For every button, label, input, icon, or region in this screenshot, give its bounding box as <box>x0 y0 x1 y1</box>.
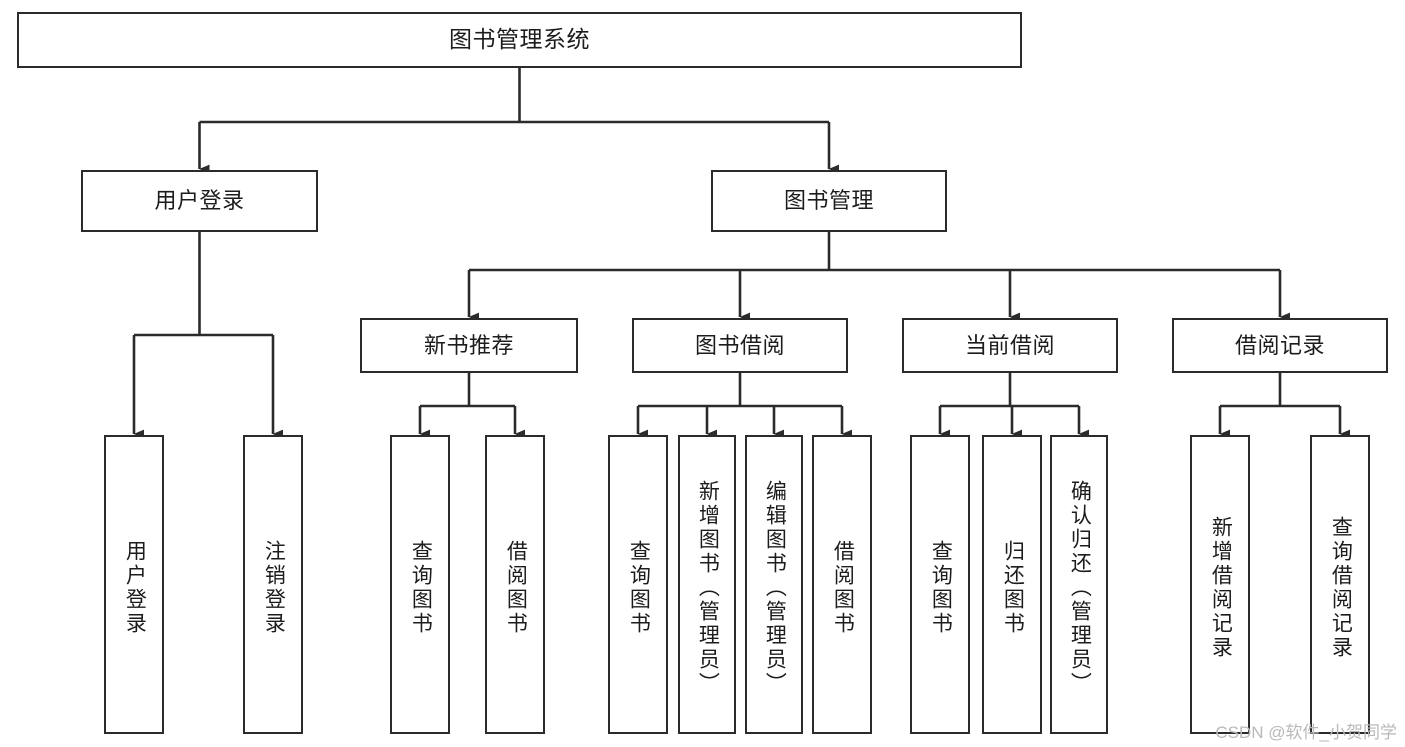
node-book-manage[interactable]: 图书管理 <box>711 170 947 232</box>
node-borrow-record[interactable]: 借阅记录 <box>1172 318 1388 373</box>
node-user-login[interactable]: 用户登录 <box>81 170 318 232</box>
node-label-new-book-rec: 新书推荐 <box>423 332 514 358</box>
node-leaf-confirm-return[interactable]: 确认归还（管理员） <box>1050 435 1108 734</box>
node-leaf-edit-book[interactable]: 编辑图书（管理员） <box>745 435 803 734</box>
node-label-leaf-borrow-book-2: 借阅图书 <box>831 539 855 636</box>
node-leaf-return-book[interactable]: 归还图书 <box>982 435 1042 734</box>
node-leaf-query-book-2[interactable]: 查询图书 <box>608 435 668 734</box>
node-leaf-query-book-1[interactable]: 查询图书 <box>390 435 450 734</box>
node-label-borrow-record: 借阅记录 <box>1234 332 1325 358</box>
node-label-leaf-query-book-3: 查询图书 <box>929 539 953 636</box>
node-label-book-manage: 图书管理 <box>783 188 874 214</box>
node-label-leaf-query-book-2: 查询图书 <box>627 539 651 636</box>
node-label-leaf-user-logout: 注销登录 <box>262 539 286 636</box>
node-leaf-add-record[interactable]: 新增借阅记录 <box>1190 435 1250 734</box>
node-leaf-borrow-book-2[interactable]: 借阅图书 <box>812 435 872 734</box>
node-label-leaf-add-record: 新增借阅记录 <box>1209 515 1233 660</box>
node-label-current-borrow: 当前借阅 <box>964 332 1055 358</box>
node-label-leaf-query-book-1: 查询图书 <box>409 539 433 636</box>
node-label-root: 图书管理系统 <box>449 26 590 53</box>
node-label-leaf-borrow-book-1: 借阅图书 <box>504 539 528 636</box>
node-leaf-add-book[interactable]: 新增图书（管理员） <box>678 435 736 734</box>
node-label-leaf-confirm-return: 确认归还（管理员） <box>1068 479 1092 696</box>
node-leaf-user-login[interactable]: 用户登录 <box>104 435 164 734</box>
node-label-leaf-return-book: 归还图书 <box>1001 539 1025 636</box>
node-leaf-query-book-3[interactable]: 查询图书 <box>910 435 970 734</box>
node-label-leaf-query-record: 查询借阅记录 <box>1329 515 1353 660</box>
node-label-book-borrow: 图书借阅 <box>694 332 785 358</box>
node-leaf-borrow-book-1[interactable]: 借阅图书 <box>485 435 545 734</box>
node-label-leaf-user-login: 用户登录 <box>123 539 147 636</box>
node-label-leaf-edit-book: 编辑图书（管理员） <box>763 479 787 696</box>
node-new-book-rec[interactable]: 新书推荐 <box>360 318 578 373</box>
node-label-user-login: 用户登录 <box>154 188 245 214</box>
node-book-borrow[interactable]: 图书借阅 <box>632 318 848 373</box>
node-leaf-query-record[interactable]: 查询借阅记录 <box>1310 435 1370 734</box>
node-root[interactable]: 图书管理系统 <box>17 12 1022 68</box>
node-current-borrow[interactable]: 当前借阅 <box>902 318 1118 373</box>
node-label-leaf-add-book: 新增图书（管理员） <box>696 479 720 696</box>
node-leaf-user-logout[interactable]: 注销登录 <box>243 435 303 734</box>
